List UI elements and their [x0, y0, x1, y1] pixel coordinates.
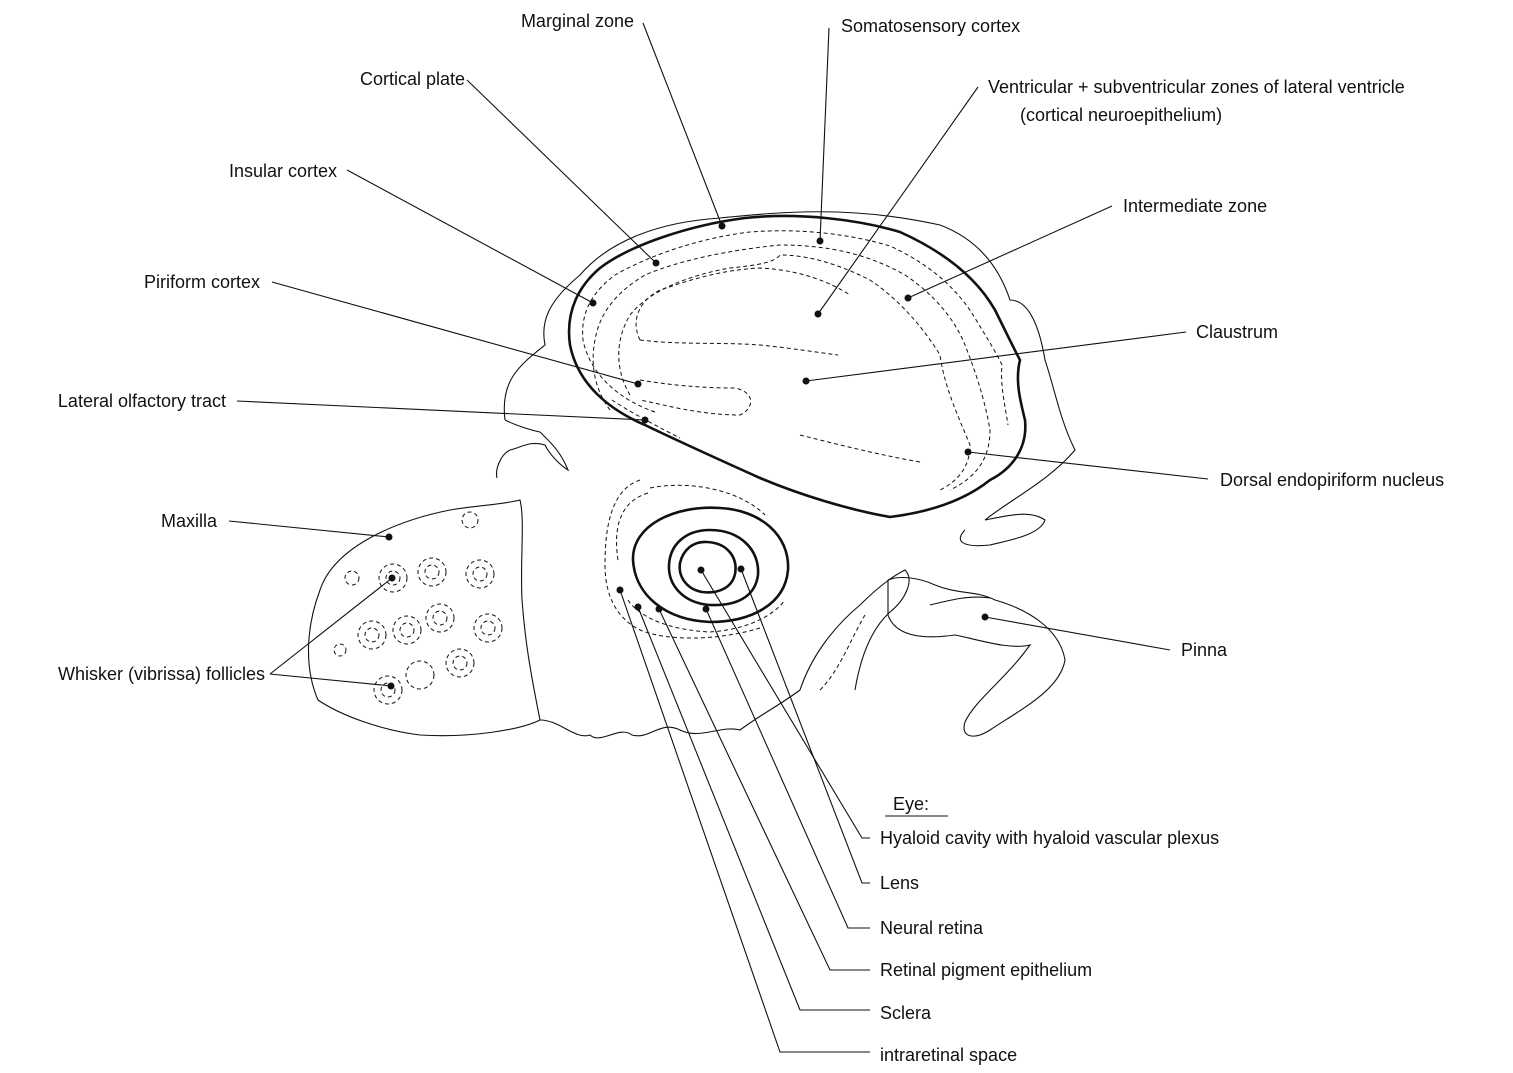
label-lens: Lens [880, 873, 919, 893]
label-pinna: Pinna [1181, 640, 1228, 660]
label-intraretinal-space: intraretinal space [880, 1045, 1017, 1065]
label-whisker-follicles: Whisker (vibrissa) follicles [58, 664, 265, 684]
label-neural-retina: Neural retina [880, 918, 984, 938]
labels: Marginal zone Somatosensory cortex Corti… [58, 11, 1444, 1065]
label-maxilla: Maxilla [161, 511, 218, 531]
pinna-drawing [820, 578, 1065, 737]
label-retinal-pigment-epithelium: Retinal pigment epithelium [880, 960, 1092, 980]
label-intermediate-zone: Intermediate zone [1123, 196, 1267, 216]
label-piriform-cortex: Piriform cortex [144, 272, 260, 292]
label-sclera: Sclera [880, 1003, 932, 1023]
eye-heading: Eye: [893, 794, 929, 814]
label-lateral-olfactory-tract: Lateral olfactory tract [58, 391, 226, 411]
label-somatosensory-cortex: Somatosensory cortex [841, 16, 1020, 36]
label-ventricular-zones: Ventricular + subventricular zones of la… [988, 77, 1405, 97]
label-claustrum: Claustrum [1196, 322, 1278, 342]
maxilla-drawing [308, 500, 540, 736]
label-insular-cortex: Insular cortex [229, 161, 337, 181]
whisker-follicles-drawing [334, 512, 502, 704]
label-marginal-zone: Marginal zone [521, 11, 634, 31]
leader-lines [229, 23, 1208, 1052]
head-outline [497, 212, 1075, 738]
label-dorsal-endopiriform-nucleus: Dorsal endopiriform nucleus [1220, 470, 1444, 490]
eye-drawing [605, 480, 788, 638]
brain [569, 216, 1025, 517]
label-ventricular-zones-sub: (cortical neuroepithelium) [1020, 105, 1222, 125]
label-cortical-plate: Cortical plate [360, 69, 465, 89]
label-hyaloid-cavity: Hyaloid cavity with hyaloid vascular ple… [880, 828, 1219, 848]
